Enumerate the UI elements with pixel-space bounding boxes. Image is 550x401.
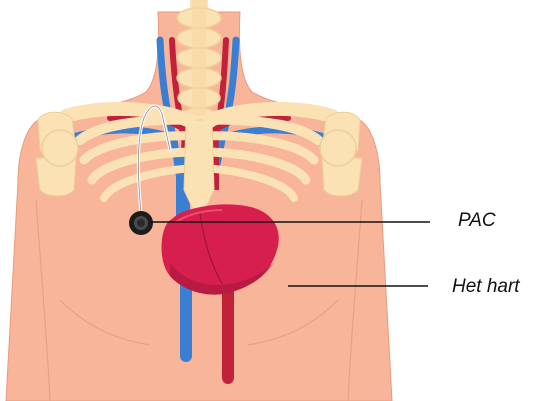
right-shoulder-joint — [320, 112, 362, 196]
port-device — [129, 211, 153, 235]
heart-label: Het hart — [452, 277, 520, 296]
pac-label: PAC — [458, 211, 496, 230]
left-shoulder-joint — [36, 112, 78, 196]
